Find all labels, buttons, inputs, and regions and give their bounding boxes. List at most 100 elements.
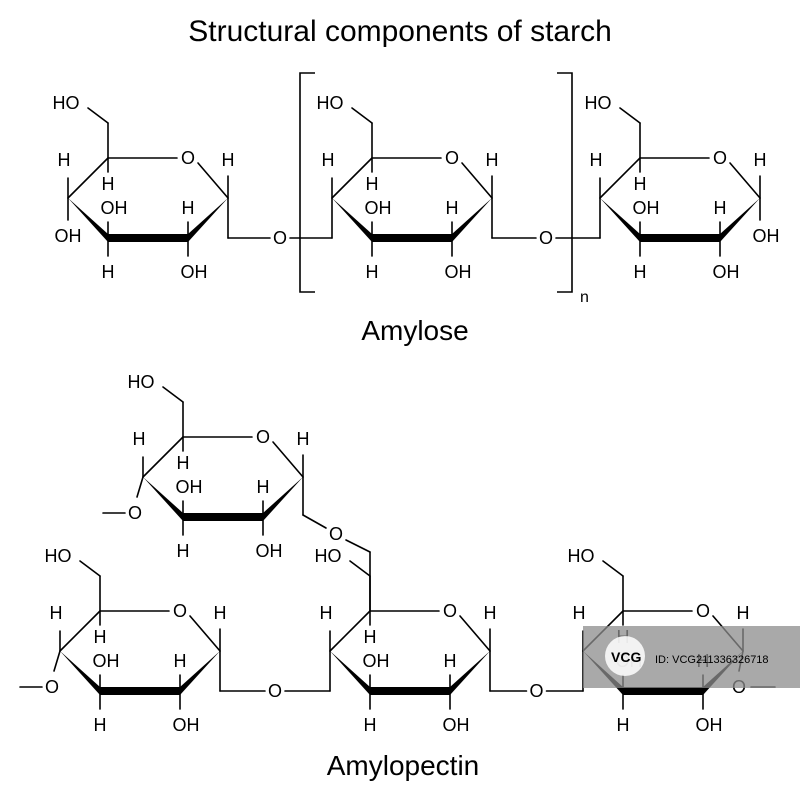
bond — [349, 560, 371, 577]
hydrogen: H — [257, 477, 270, 497]
hydroxymethyl: HO — [53, 93, 80, 113]
hydrogen: H — [634, 262, 647, 282]
wedge-bond — [332, 198, 372, 242]
hydrogen: H — [214, 603, 227, 623]
wedge-bond — [143, 477, 183, 521]
hydrogen: H — [634, 174, 647, 194]
glycosidic-link: O — [227, 197, 333, 248]
ring-oxygen: O — [713, 148, 727, 168]
bond — [302, 514, 327, 529]
hydrogen: H — [446, 198, 459, 218]
hydrogen: H — [50, 603, 63, 623]
bond — [351, 107, 373, 124]
glycosidic-link: O — [219, 650, 331, 701]
hydrogen: H — [573, 603, 586, 623]
watermark-id: ID: VCG211336326718 — [655, 654, 769, 666]
wedge-bond — [452, 198, 492, 242]
hydrogen: H — [102, 262, 115, 282]
glycosidic-link: O — [491, 197, 601, 248]
ring-bond — [189, 615, 221, 652]
ring-bond — [729, 162, 761, 199]
hydrogen: H — [714, 198, 727, 218]
wedge-bond — [180, 651, 220, 695]
hydrogen: H — [177, 453, 190, 473]
hydrogen: H — [322, 150, 335, 170]
repeat-brackets: n — [299, 72, 589, 306]
diagram-title: Structural components of starch — [188, 15, 612, 48]
ring-bond — [461, 162, 493, 199]
hydrogen: H — [617, 715, 630, 735]
hydrogen: H — [133, 429, 146, 449]
hydrogen: H — [297, 429, 310, 449]
ring-oxygen: O — [696, 601, 710, 621]
hydrogen: H — [320, 603, 333, 623]
hydrogen: H — [590, 150, 603, 170]
wedge-bond — [68, 198, 108, 242]
bond — [162, 386, 184, 403]
hydrogen: H — [94, 715, 107, 735]
bond — [53, 650, 61, 672]
hydroxymethyl: HO — [568, 546, 595, 566]
hydroxymethyl: HO — [45, 546, 72, 566]
ring-bond — [331, 157, 373, 199]
bond — [345, 539, 371, 553]
hydrogen: H — [174, 651, 187, 671]
watermark: VCG ID: VCG211336326718 — [583, 626, 800, 688]
repeat-subscript: n — [580, 289, 589, 306]
ring-bond — [67, 157, 109, 199]
hydroxymethyl: HO — [128, 372, 155, 392]
hydroxyl: OH — [633, 198, 660, 218]
hydroxyl: OH — [101, 198, 128, 218]
watermark-logo-icon — [605, 636, 645, 676]
hydrogen: H — [366, 262, 379, 282]
hydroxyl: OH — [93, 651, 120, 671]
branch-link: O — [302, 476, 371, 612]
hydroxyl: OH — [696, 715, 723, 735]
bridge-oxygen: O — [273, 228, 287, 248]
hydrogen: H — [364, 715, 377, 735]
bridge-oxygen: O — [529, 681, 543, 701]
bond — [136, 476, 144, 498]
bond — [79, 560, 101, 577]
hydroxyl: OH — [256, 541, 283, 561]
ring-bond — [599, 157, 641, 199]
hydrogen: H — [222, 150, 235, 170]
amylopectin-label: Amylopectin — [327, 750, 480, 781]
hydroxyl: OH — [181, 262, 208, 282]
hydrogen: H — [177, 541, 190, 561]
ring-bond — [142, 436, 184, 478]
hydrogen: H — [364, 627, 377, 647]
hydroxyl: OH — [713, 262, 740, 282]
wedge-bond — [188, 198, 228, 242]
bridge-oxygen: O — [268, 681, 282, 701]
hydroxyl: OH — [55, 226, 82, 246]
ring-oxygen: O — [173, 601, 187, 621]
hydroxyl: OH — [753, 226, 780, 246]
ring-bond — [272, 441, 304, 478]
ring-oxygen: O — [256, 427, 270, 447]
hydrogen: H — [182, 198, 195, 218]
hydrogen: H — [94, 627, 107, 647]
wedge-bond — [263, 477, 303, 521]
wedge-bond — [450, 651, 490, 695]
hydrogen: H — [754, 150, 767, 170]
hydroxyl: OH — [173, 715, 200, 735]
ring-oxygen: O — [181, 148, 195, 168]
hydroxyl: OH — [445, 262, 472, 282]
bridge-oxygen: O — [539, 228, 553, 248]
ring-bond — [329, 610, 371, 652]
hydroxymethyl: HO — [585, 93, 612, 113]
glycosidic-link: O — [489, 650, 584, 701]
wedge-bond — [330, 651, 370, 695]
hydrogen: H — [444, 651, 457, 671]
hydroxyl: OH — [443, 715, 470, 735]
hydrogen: H — [366, 174, 379, 194]
wedge-bond — [600, 198, 640, 242]
bond — [87, 107, 109, 124]
hydrogen: H — [102, 174, 115, 194]
